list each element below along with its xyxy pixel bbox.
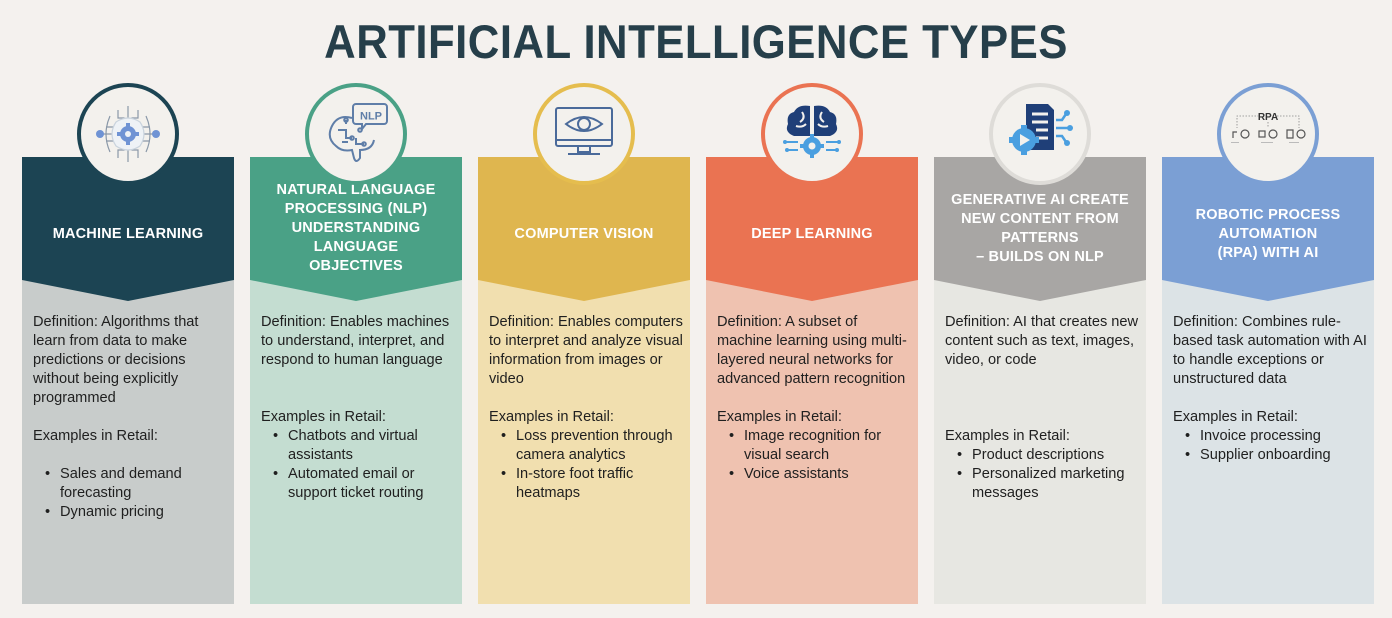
examples-list: Sales and demand forecasting Dynamic pri… <box>45 465 228 522</box>
column-heading: NATURAL LANGUAGE PROCESSING (NLP) UNDERS… <box>276 182 436 274</box>
definition-text: Definition: Enables computers to interpr… <box>489 314 683 387</box>
brain-gear-network-icon <box>761 83 863 185</box>
definition-text: Definition: Enables machines to understa… <box>261 314 450 368</box>
definition-text: Definition: Combines rule-based task aut… <box>1173 314 1367 387</box>
examples-list: Chatbots and virtual assistants Automate… <box>273 427 456 503</box>
column-computer-vision: COMPUTER VISION Definition: Enables comp… <box>478 83 690 604</box>
column-content: Definition: AI that creates new content … <box>945 313 1140 503</box>
example-item: Sales and demand forecasting <box>45 465 228 503</box>
examples-label: Examples in Retail: <box>33 428 158 444</box>
example-item: In-store foot traffic heatmaps <box>501 465 684 503</box>
example-item: Automated email or support ticket routin… <box>273 465 456 503</box>
definition-text: Definition: A subset of machine learning… <box>717 314 907 387</box>
column-content: Definition: Enables machines to understa… <box>261 313 456 503</box>
example-item: Supplier onboarding <box>1185 446 1368 465</box>
example-item: Image recognition for visual search <box>729 427 912 465</box>
column-heading: ROBOTIC PROCESS AUTOMATION (RPA) WITH AI <box>1195 207 1341 261</box>
example-item: Product descriptions <box>957 446 1140 465</box>
ml-brain-gear-circuit-icon <box>77 83 179 185</box>
monitor-eye-icon <box>533 83 635 185</box>
column-heading: MACHINE LEARNING <box>52 226 204 242</box>
svg-text:NLP: NLP <box>360 111 382 123</box>
examples-list: Invoice processing Supplier onboarding <box>1185 427 1368 465</box>
example-item: Chatbots and virtual assistants <box>273 427 456 465</box>
definition-text: Definition: AI that creates new content … <box>945 314 1139 368</box>
example-item: Dynamic pricing <box>45 503 228 522</box>
examples-list: Product descriptions Personalized market… <box>957 446 1140 503</box>
column-heading: DEEP LEARNING <box>751 226 873 242</box>
definition-text: Definition: Algorithms that learn from d… <box>33 314 199 406</box>
example-item: Personalized marketing messages <box>957 465 1140 503</box>
examples-list: Image recognition for visual search Voic… <box>729 427 912 484</box>
column-content: Definition: Algorithms that learn from d… <box>33 313 228 522</box>
examples-label: Examples in Retail: <box>1173 409 1298 425</box>
column-heading: GENERATIVE AI CREATE NEW CONTENT FROM PA… <box>951 191 1129 265</box>
examples-list: Loss prevention through camera analytics… <box>501 427 684 503</box>
example-item: Voice assistants <box>729 465 912 484</box>
column-body <box>22 257 234 604</box>
document-gear-play-nodes-icon <box>989 83 1091 185</box>
nlp-brain-speech-bubble-icon: NLP <box>305 83 407 185</box>
column-content: Definition: Combines rule-based task aut… <box>1173 313 1368 465</box>
column-content: Definition: Enables computers to interpr… <box>489 313 684 503</box>
column-heading: COMPUTER VISION <box>514 226 654 242</box>
column-generative-ai: GENERATIVE AI CREATE NEW CONTENT FROM PA… <box>934 83 1146 604</box>
column-deep-learning: DEEP LEARNING Definition: A subset of ma… <box>706 83 918 604</box>
example-item: Invoice processing <box>1185 427 1368 446</box>
examples-label: Examples in Retail: <box>717 409 842 425</box>
page-title: ARTIFICIAL INTELLIGENCE TYPES <box>324 15 1068 68</box>
column-machine-learning: MACHINE LEARNING Definition: Algorithms … <box>22 83 234 604</box>
column-rpa: ROBOTIC PROCESS AUTOMATION (RPA) WITH AI… <box>1162 83 1374 604</box>
examples-label: Examples in Retail: <box>261 409 386 425</box>
column-content: Definition: A subset of machine learning… <box>717 313 912 484</box>
examples-label: Examples in Retail: <box>489 409 614 425</box>
examples-label: Examples in Retail: <box>945 428 1070 444</box>
column-nlp: NATURAL LANGUAGE PROCESSING (NLP) UNDERS… <box>250 83 462 604</box>
column-header: NATURAL LANGUAGE PROCESSING (NLP) UNDERS… <box>250 157 462 301</box>
example-item: Loss prevention through camera analytics <box>501 427 684 465</box>
svg-text:RPA: RPA <box>1258 112 1278 123</box>
column-body <box>934 257 1146 604</box>
rpa-flow-diagram-icon: RPA <box>1217 83 1319 185</box>
